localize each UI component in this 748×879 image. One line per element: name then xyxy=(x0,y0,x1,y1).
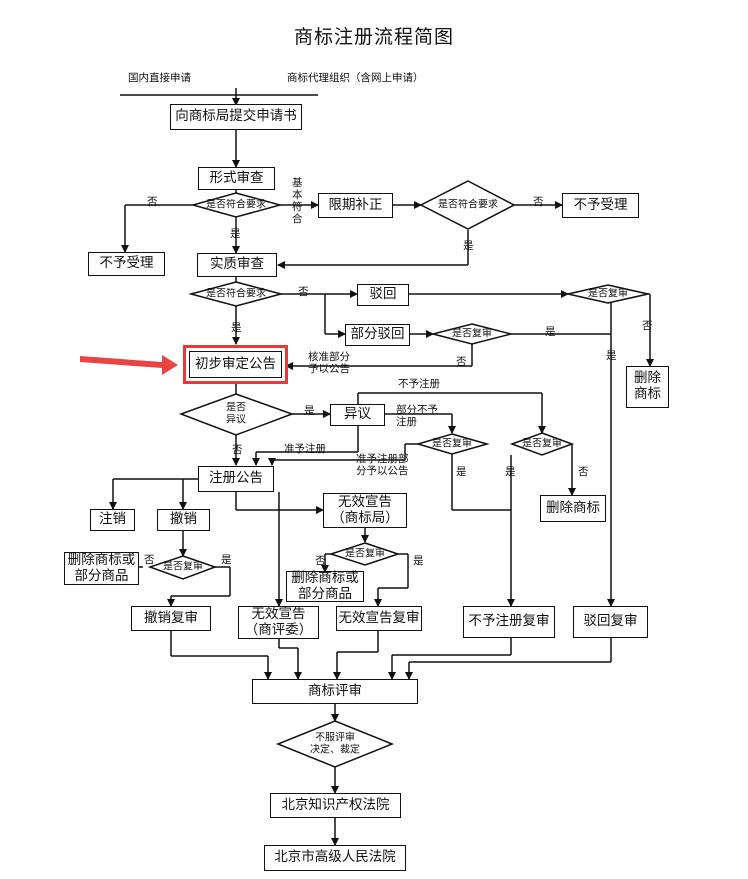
page-title: 商标注册流程简图 xyxy=(293,26,454,48)
decision-review-opp2-text: 是否复审 xyxy=(522,438,562,450)
label-yes-3: 是 xyxy=(231,322,242,334)
rejection-box: 驳回 xyxy=(357,284,409,306)
label-no-right-review: 否 xyxy=(642,320,653,332)
invalid-declare-office-box: 无效宣告 （商标局） xyxy=(323,493,407,528)
label-yes-opp1: 是 xyxy=(456,466,467,478)
reject-left-box: 不予受理 xyxy=(88,252,165,276)
decision-has-opposition-text: 是否 异议 xyxy=(226,402,246,426)
delete-goods-left-box: 删除商标或 部分商品 xyxy=(64,552,139,585)
label-yes-invalid: 是 xyxy=(413,555,424,567)
decision-review-right-text: 是否复审 xyxy=(588,288,628,300)
highlight-arrow xyxy=(80,355,178,375)
label-yes-right-review: 是 xyxy=(606,350,617,362)
label-approve-register: 准予注册 xyxy=(284,443,326,455)
decision-review-invalid xyxy=(328,542,401,566)
refuse-register-review-box: 不予注册复审 xyxy=(463,606,555,638)
label-no-invalid: 否 xyxy=(315,555,326,567)
decision-review-revoke xyxy=(147,555,218,580)
source-agency: 商标代理组织（含网上申请） xyxy=(287,72,424,84)
decision-dissatisfied-text: 不服评审 决定、裁定 xyxy=(310,732,360,756)
decision-review-partial-text: 是否复审 xyxy=(452,328,492,340)
decision-dissatisfied xyxy=(275,720,395,768)
decision-review-opp2 xyxy=(509,432,575,456)
invalid-review-box: 无效宣告复审 xyxy=(336,606,422,631)
label-yes-1: 是 xyxy=(230,228,241,240)
preliminary-announce-box: 初步审定公告 xyxy=(189,351,282,378)
decision-review-opp1-text: 是否复审 xyxy=(432,438,472,450)
decision-shapes xyxy=(147,180,649,768)
high-court-box: 北京市高级人民法院 xyxy=(264,845,406,871)
label-no-1: 否 xyxy=(147,196,158,208)
label-yes-opp: 是 xyxy=(304,405,315,417)
decision-review-right xyxy=(567,284,649,304)
label-not-register: 不予注册 xyxy=(398,378,440,390)
revoke-review-box: 撤销复审 xyxy=(131,606,211,631)
label-no-2: 否 xyxy=(533,196,544,208)
ip-court-box: 北京知识产权法院 xyxy=(270,793,401,818)
decision-review-revoke-text: 是否复审 xyxy=(163,561,203,573)
time-limit-fix-box: 限期补正 xyxy=(318,193,393,218)
label-no-3: 否 xyxy=(298,286,309,298)
label-partial-not: 部分不予 注册 xyxy=(396,404,438,429)
label-no-opp: 否 xyxy=(232,444,243,456)
decision-has-opposition xyxy=(178,393,295,436)
label-basically-meets: 基 本 符 合 xyxy=(292,177,303,226)
partial-rejection-box: 部分驳回 xyxy=(345,324,410,346)
decision-meets-req-1-text: 是否符合要求 xyxy=(206,199,266,211)
delete-mark-mid-box: 删除商标 xyxy=(540,495,606,522)
decision-review-opp1 xyxy=(415,433,490,455)
source-direct: 国内直接申请 xyxy=(128,72,191,84)
trademark-review-box: 商标评审 xyxy=(252,679,418,704)
label-approved-part: 核准部分 予以公告 xyxy=(308,351,350,376)
formal-review-box: 形式审查 xyxy=(198,167,275,190)
rejection-review-box: 驳回复审 xyxy=(573,606,648,638)
label-approve-part: 准予注册部 分予以公告 xyxy=(356,453,409,478)
delete-goods-mid-box: 删除商标或 部分商品 xyxy=(286,570,364,602)
label-no-partial-review: 否 xyxy=(456,356,467,368)
revoke-box: 撤销 xyxy=(157,509,210,531)
label-yes-2: 是 xyxy=(463,240,474,252)
opposition-box: 异议 xyxy=(330,404,385,426)
substantive-review-box: 实质审查 xyxy=(197,253,277,277)
reject-top-right-box: 不予受理 xyxy=(562,193,639,218)
decision-meets-req-1 xyxy=(190,192,283,218)
decision-meets-req-2-text: 是否符合要求 xyxy=(438,199,498,211)
submit-application-box: 向商标局提交申请书 xyxy=(170,104,302,130)
label-yes-opp2: 是 xyxy=(505,466,516,478)
invalid-declare-board-box: 无效宣告 （商评委） xyxy=(238,606,319,639)
label-yes-revoke: 是 xyxy=(221,554,232,566)
decision-review-invalid-text: 是否复审 xyxy=(345,548,385,560)
delete-mark-right-box: 删除 商标 xyxy=(626,366,669,408)
decision-meets-req-2 xyxy=(419,180,516,230)
register-announce-box: 注册公告 xyxy=(198,466,274,492)
cancel-box: 注销 xyxy=(90,509,135,531)
highlight-frame: 初步审定公告 xyxy=(183,345,288,384)
label-no-opp2: 否 xyxy=(578,466,589,478)
decision-review-partial xyxy=(432,323,512,345)
label-yes-partial-review: 是 xyxy=(545,326,556,338)
decision-meets-req-3-text: 是否符合要求 xyxy=(206,288,266,300)
label-no-revoke: 否 xyxy=(144,554,155,566)
decision-meets-req-3 xyxy=(188,281,284,307)
